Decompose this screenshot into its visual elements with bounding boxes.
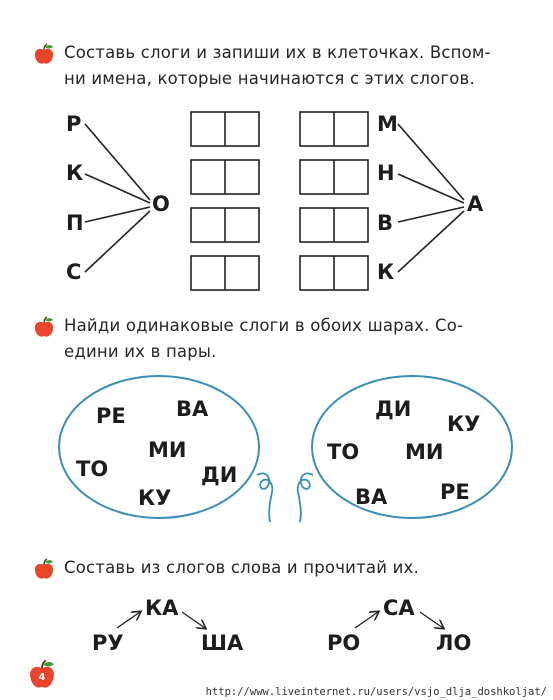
left-balloon-syllable-4[interactable]: ТО (76, 457, 109, 481)
apple-bullet-icon-3 (32, 558, 56, 586)
arrow-ro-to-sa (354, 612, 378, 629)
right-balloon-syllable-6[interactable]: РЕ (440, 480, 470, 504)
left-consonant-4: С (66, 260, 82, 284)
word1-last-syllable: ША (201, 631, 244, 655)
right-consonant-1: М (377, 112, 398, 136)
apple-bullet-icon-2 (32, 316, 56, 344)
left-syllable-box-3[interactable] (190, 207, 260, 243)
footer-url[interactable]: http://www.liveinternet.ru/users/vsjo_dl… (205, 686, 547, 698)
arrow-ru-to-ka (116, 612, 140, 629)
word2-last-syllable: ЛО (436, 631, 472, 655)
right-consonant-4: К (377, 260, 395, 284)
left-balloon-syllable-6[interactable]: КУ (138, 486, 172, 510)
exercise2-instruction-line1: Найди одинаковые слоги в обоих шарах. Со… (64, 316, 464, 335)
word2-middle-syllable: СА (383, 596, 415, 620)
exercise1-instruction-line1: Составь слоги и запиши их в клеточках. В… (64, 43, 491, 62)
left-balloon-syllable-5[interactable]: ДИ (201, 463, 238, 487)
right-consonant-3: В (377, 211, 394, 235)
left-balloon-syllable-1[interactable]: РЕ (96, 404, 126, 428)
word1-middle-syllable: КА (145, 596, 179, 620)
left-vowel: О (152, 192, 170, 216)
right-balloon-syllable-5[interactable]: ВА (355, 485, 388, 509)
right-syllable-box-3[interactable] (299, 207, 369, 243)
right-balloon (296, 375, 513, 523)
right-balloon-syllable-2[interactable]: КУ (447, 412, 481, 436)
left-syllable-box-2[interactable] (190, 159, 260, 195)
left-balloon-syllable-2[interactable]: ВА (176, 397, 209, 421)
exercise2-instruction-line2: едини их в пары. (64, 342, 217, 361)
left-consonant-3: П (66, 211, 84, 235)
right-balloon-syllable-4[interactable]: МИ (405, 440, 444, 464)
left-syllable-box-1[interactable] (190, 111, 260, 147)
exercise3-instruction: Составь из слогов слова и прочитай их. (64, 558, 419, 577)
right-syllable-box-2[interactable] (299, 159, 369, 195)
right-balloon-syllable-3[interactable]: ТО (327, 440, 360, 464)
word2-first-syllable: РО (327, 631, 361, 655)
right-vowel: А (467, 192, 484, 216)
page-number: 4 (38, 672, 46, 683)
exercise1-instruction: Составь слоги и запиши их в клеточках. В… (64, 40, 519, 92)
left-consonant-1: Р (66, 112, 82, 136)
left-balloon (58, 375, 274, 523)
right-syllable-box-1[interactable] (299, 111, 369, 147)
left-syllable-box-4[interactable] (190, 255, 260, 291)
arrow-ka-to-sha (181, 611, 205, 628)
word1-first-syllable: РУ (92, 631, 124, 655)
left-balloon-syllable-3[interactable]: МИ (148, 438, 187, 462)
right-consonant-2: Н (377, 161, 395, 185)
apple-bullet-icon-1 (32, 43, 56, 71)
right-syllable-box-4[interactable] (299, 255, 369, 291)
left-consonant-2: К (66, 161, 84, 185)
exercise1-instruction-line2: ни имена, которые начинаются с этих слог… (64, 69, 475, 88)
right-balloon-syllable-1[interactable]: ДИ (375, 397, 412, 421)
arrow-sa-to-lo (419, 611, 443, 628)
exercise2-instruction: Найди одинаковые слоги в обоих шарах. Со… (64, 313, 519, 365)
page-number-apple-icon (26, 658, 58, 696)
